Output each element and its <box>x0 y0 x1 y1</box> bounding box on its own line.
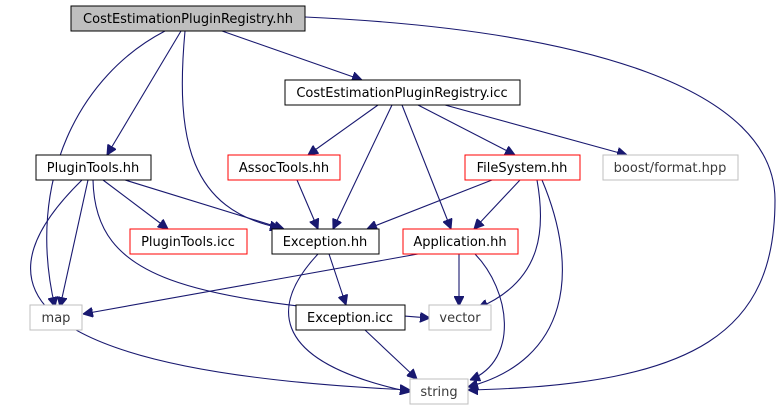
edge-icc-to-assoctools <box>308 104 379 155</box>
edge-plugintools-hh-to-exception-hh <box>124 179 284 229</box>
node-label: Exception.hh <box>283 235 368 250</box>
node-label: Application.hh <box>413 235 506 250</box>
node-vector[interactable]: vector <box>428 304 492 331</box>
edge-icc-to-boost-format <box>444 104 627 155</box>
node-box <box>35 154 152 181</box>
node-box <box>227 154 341 181</box>
node-label: boost/format.hpp <box>614 161 727 176</box>
node-box <box>464 154 581 181</box>
node-application-hh[interactable]: Application.hh <box>402 228 519 255</box>
edges <box>30 16 776 392</box>
node-label: string <box>420 385 457 400</box>
node-map[interactable]: map <box>29 304 83 331</box>
edge-assoctools-to-exception-hh <box>296 179 318 229</box>
node-label: PluginTools.hh <box>47 161 139 176</box>
node-exception-hh[interactable]: Exception.hh <box>271 228 380 255</box>
edge-icc-to-application <box>401 104 451 229</box>
node-box <box>409 378 469 405</box>
node-cost-estimation-plugin-registry-hh[interactable]: CostEstimationPluginRegistry.hh <box>70 5 306 32</box>
node-label: AssocTools.hh <box>239 161 329 176</box>
node-boost-format-hpp[interactable]: boost/format.hpp <box>602 154 739 181</box>
node-label: vector <box>439 311 481 326</box>
edge-filesystem-to-application <box>474 179 521 229</box>
edge-exception-icc-to-string <box>364 329 417 379</box>
edge-root-to-map <box>46 30 166 307</box>
node-cost-estimation-plugin-registry-icc[interactable]: CostEstimationPluginRegistry.icc <box>284 79 521 106</box>
node-label: CostEstimationPluginRegistry.hh <box>83 12 293 27</box>
edge-plugintools-hh-to-map <box>60 179 89 307</box>
node-box <box>284 79 521 106</box>
edge-icc-to-filesystem <box>417 104 515 155</box>
node-label: PluginTools.icc <box>141 235 235 250</box>
node-box <box>271 228 380 255</box>
edge-root-to-icc <box>221 30 362 80</box>
node-label: CostEstimationPluginRegistry.icc <box>296 86 507 101</box>
edge-application-to-map <box>83 253 419 314</box>
edge-root-to-string <box>304 16 776 390</box>
edge-exception-hh-to-exception-icc <box>328 253 346 305</box>
edge-application-to-string <box>470 253 505 380</box>
node-label: Exception.icc <box>307 311 393 326</box>
node-box <box>29 304 83 331</box>
edge-root-to-plugintools-hh <box>107 30 182 155</box>
node-box <box>70 5 306 32</box>
node-box <box>428 304 492 331</box>
node-string[interactable]: string <box>409 378 469 405</box>
edge-plugintools-hh-to-string <box>30 179 410 390</box>
edge-root-to-exception-hh <box>181 30 280 228</box>
edge-icc-to-exception-hh <box>333 104 393 229</box>
node-box <box>402 228 519 255</box>
node-label: FileSystem.hh <box>477 161 568 176</box>
node-plugin-tools-icc[interactable]: PluginTools.icc <box>129 228 248 255</box>
node-box <box>602 154 739 181</box>
node-file-system-hh[interactable]: FileSystem.hh <box>464 154 581 181</box>
node-box <box>129 228 248 255</box>
edge-filesystem-to-vector <box>478 179 542 308</box>
edge-exception-hh-to-string <box>288 253 410 392</box>
edge-plugintools-hh-to-plugintools-icc <box>102 179 168 229</box>
node-plugin-tools-hh[interactable]: PluginTools.hh <box>35 154 152 181</box>
node-label: map <box>42 311 71 326</box>
node-assoc-tools-hh[interactable]: AssocTools.hh <box>227 154 341 181</box>
edge-filesystem-to-string <box>468 179 563 387</box>
edge-filesystem-to-exception-hh <box>367 179 493 229</box>
node-exception-icc[interactable]: Exception.icc <box>295 304 406 331</box>
node-box <box>295 304 406 331</box>
